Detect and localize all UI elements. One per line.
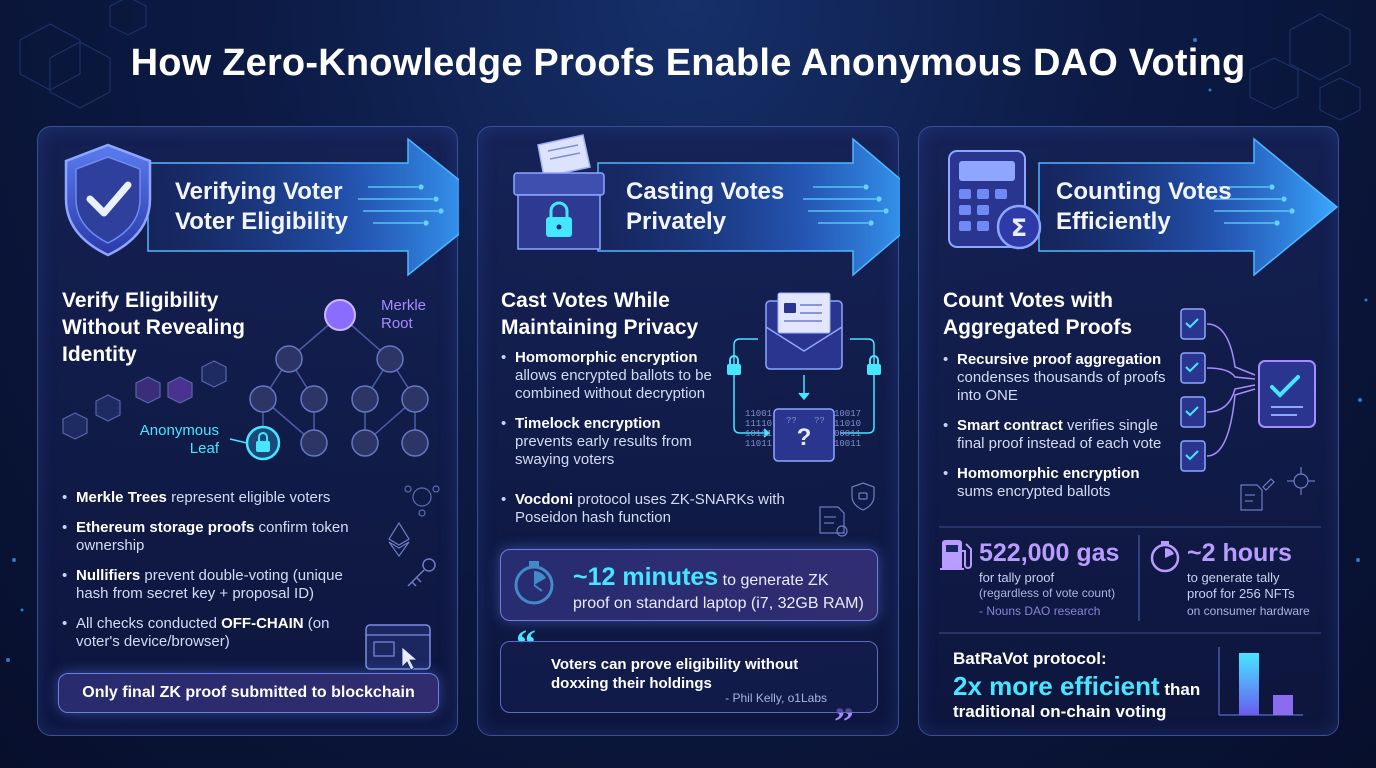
verify-subtitle: Verify Eligibility Without Revealing Ide…	[62, 289, 245, 366]
lock-icon	[256, 432, 270, 452]
quote-box: Voters can prove eligibility without dox…	[500, 641, 878, 713]
encrypted-ballot-icon: ? ?? ??	[773, 408, 835, 462]
svg-text:?: ?	[797, 424, 812, 451]
time-stat-value: ~2 hours	[1187, 539, 1292, 567]
count-panel-graphics: Σ	[939, 137, 1339, 716]
encryption-flow-arrows	[733, 338, 875, 438]
quote-text: Voters can prove eligibility without dox…	[551, 656, 799, 692]
network-icon	[404, 485, 440, 517]
shield-check-icon	[64, 143, 152, 257]
efficiency-bar-chart	[1218, 647, 1303, 716]
lock-icon	[867, 355, 881, 375]
panel-verify-eligibility: Verifying Voter Voter Eligibility Verify…	[37, 126, 459, 736]
cast-stat-line2: proof on standard laptop (i7, 32GB RAM)	[573, 595, 864, 612]
list-item: Homomorphic encryption allows encrypted …	[501, 349, 713, 403]
envelope-lock-icon	[765, 292, 843, 370]
cast-header-title: Casting Votes Privately	[626, 178, 785, 235]
count-bullet-list: Recursive proof aggregation condenses th…	[943, 351, 1171, 513]
cube-chain-decoration	[62, 360, 227, 440]
list-item: Smart contract verifies single final pro…	[943, 417, 1171, 453]
document-gear-icon	[819, 506, 848, 537]
binary-left: 11001 11110 10111 11011	[745, 409, 773, 449]
gas-stat: 522,000 gas for tally proof (regardless …	[979, 539, 1139, 618]
page-title: How Zero-Knowledge Proofs Enable Anonymo…	[130, 42, 1246, 84]
calculator-sigma-icon: Σ	[948, 150, 1042, 250]
verify-footer-text: Only final ZK proof submitted to blockch…	[82, 684, 415, 701]
time-stat: ~2 hours to generate tally proof for 256…	[1187, 539, 1337, 618]
gas-stat-value: 522,000 gas	[979, 539, 1120, 567]
count-header-title: Counting Votes Efficiently	[1056, 178, 1232, 235]
list-item: Homomorphic encryption sums encrypted ba…	[943, 465, 1171, 501]
cast-panel-graphics: ? ?? ?? “ ”	[513, 134, 900, 737]
cast-stat-line1: ~12 minutes to generate ZK	[573, 563, 829, 591]
document-pen-icon	[1240, 478, 1275, 511]
key-icon	[407, 558, 436, 587]
header-arrow-shape	[597, 137, 900, 277]
merkle-tree-diagram	[262, 314, 416, 444]
merkle-root-label: Merkle Root	[381, 297, 427, 332]
batravot-summary: BatRaVot protocol: 2x more efficient tha…	[953, 649, 1201, 721]
cast-stat-box: ~12 minutes to generate ZK proof on stan…	[500, 549, 878, 621]
list-item: Recursive proof aggregation condenses th…	[943, 351, 1171, 405]
list-item: Nullifiers prevent double-voting (unique…	[62, 567, 362, 603]
verify-bullet-list: Merkle Trees represent eligible voters E…	[62, 489, 362, 663]
network-icon	[1287, 467, 1315, 495]
panel-cast-votes: ? ?? ?? “ ” Casting Votes Privately Cast…	[477, 126, 900, 737]
svg-text:??: ??	[786, 416, 797, 426]
svg-text:Σ: Σ	[1011, 214, 1027, 242]
verify-footer-box: Only final ZK proof submitted to blockch…	[58, 673, 439, 713]
ethereum-icon	[388, 521, 410, 558]
verify-panel-graphics	[62, 137, 459, 671]
bar-traditional	[1273, 695, 1293, 715]
cast-stat-value: ~12 minutes	[573, 563, 719, 591]
header-arrow-shape	[147, 137, 459, 277]
list-item: Ethereum storage proofs confirm token ow…	[62, 519, 362, 555]
stopwatch-icon	[1150, 541, 1180, 573]
header-arrow-shape	[1038, 137, 1339, 277]
gas-pump-icon	[940, 540, 972, 570]
list-item: Merkle Trees represent eligible voters	[62, 489, 362, 507]
svg-text:??: ??	[814, 416, 825, 426]
batravot-highlight: 2x more efficient	[953, 671, 1160, 701]
cast-subtitle: Cast Votes While Maintaining Privacy	[501, 289, 699, 339]
lock-icon	[727, 355, 741, 375]
quote-author: - Phil Kelly, o1Labs	[725, 691, 827, 705]
list-item: Timelock encryption prevents early resul…	[501, 415, 713, 469]
anonymous-leaf-label: Anonymous Leaf	[139, 422, 219, 457]
count-subtitle: Count Votes with Aggregated Proofs	[943, 289, 1133, 339]
verify-header-title: Verifying Voter Voter Eligibility	[175, 178, 348, 235]
bar-batravot	[1239, 653, 1259, 715]
cast-bullet-list-2: Vocdoni protocol uses ZK-SNARKs with Pos…	[501, 491, 811, 539]
merkle-root-node	[324, 299, 356, 331]
browser-cursor-icon	[365, 624, 431, 671]
binary-right: 10017 11010 00011 10011	[834, 409, 862, 449]
list-item: All checks conducted OFF-CHAIN (on voter…	[62, 615, 362, 651]
shield-lock-icon	[851, 482, 875, 511]
cast-bullet-list-1: Homomorphic encryption allows encrypted …	[501, 349, 713, 481]
ballot-box-icon	[513, 134, 605, 250]
proof-aggregation-diagram	[1180, 308, 1316, 472]
panel-count-votes: Σ	[918, 126, 1339, 736]
list-item: Vocdoni protocol uses ZK-SNARKs with Pos…	[501, 491, 811, 527]
